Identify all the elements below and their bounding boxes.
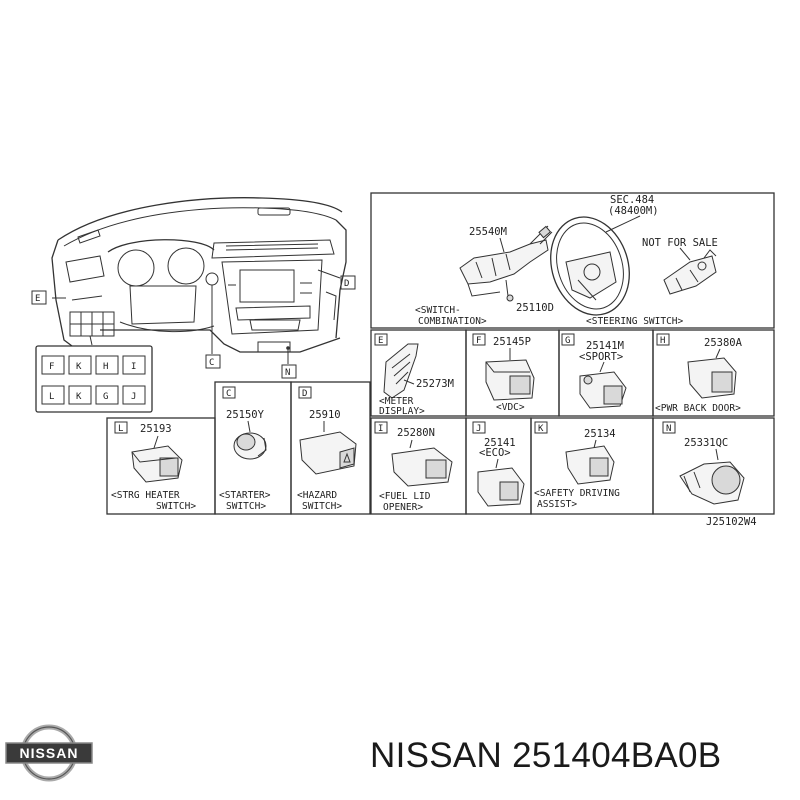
svg-text:G: G: [103, 392, 108, 402]
not-for-sale-label: NOT FOR SALE: [642, 237, 718, 249]
svg-text:ASSIST>: ASSIST>: [537, 499, 577, 510]
panel-k-safety-driving-assist: K 25134 <SAFETY DRIVING ASSIST>: [530, 417, 654, 515]
svg-text:SWITCH>: SWITCH>: [226, 501, 266, 512]
svg-text:<VDC>: <VDC>: [496, 402, 525, 413]
svg-text:L: L: [49, 392, 54, 402]
grid-cell-h: H: [95, 355, 119, 375]
sec-ref-label: SEC.484: [610, 194, 654, 206]
panel-f-vdc: F 25145P <VDC>: [465, 329, 560, 417]
panel-h-power-back-door: H 25380A <PWR BACK DOOR>: [652, 329, 775, 417]
steering-switch-caption: <STEERING SWITCH>: [586, 316, 684, 327]
panel-c-starter-switch: C 25150Y <STARTER> SWITCH>: [214, 381, 292, 515]
panel-d-hazard-switch: D 25910 <HAZARD SWITCH>: [290, 381, 371, 515]
svg-text:F: F: [476, 336, 481, 346]
svg-text:H: H: [103, 362, 108, 372]
steering-switch-illustration: [663, 249, 717, 295]
svg-text:25331QC: 25331QC: [684, 437, 728, 449]
svg-text:<METER: <METER: [379, 396, 414, 407]
svg-text:E: E: [378, 336, 383, 346]
svg-text:N: N: [285, 368, 290, 378]
steering-wheel-illustration: [550, 216, 630, 316]
svg-text:25910: 25910: [309, 409, 341, 421]
dashboard-illustration: [51, 197, 347, 364]
svg-text:K: K: [538, 424, 544, 434]
grid-cell-l: L: [41, 385, 65, 405]
svg-text:N: N: [666, 424, 671, 434]
svg-text:25134: 25134: [584, 428, 616, 440]
svg-text:D: D: [344, 279, 349, 289]
svg-text:<ECO>: <ECO>: [479, 447, 511, 459]
panel-e-meter-display: E 25273M <METER DISPLAY>: [370, 329, 467, 417]
svg-text:G: G: [565, 336, 570, 346]
svg-text:25380A: 25380A: [704, 337, 743, 349]
nissan-logo: NISSAN: [5, 724, 93, 782]
panel-g-sport: G 25141M <SPORT>: [558, 329, 654, 417]
grid-cell-i: I: [122, 355, 146, 375]
panel-l-steering-heater: L 25193 <STRG HEATER SWITCH>: [106, 417, 216, 515]
svg-text:25150Y: 25150Y: [226, 409, 265, 421]
svg-text:<SAFETY DRIVING: <SAFETY DRIVING: [534, 488, 620, 499]
svg-text:<HAZARD: <HAZARD: [297, 490, 337, 501]
svg-text:25273M: 25273M: [416, 378, 454, 390]
svg-text:H: H: [660, 336, 665, 346]
svg-text:D: D: [302, 389, 307, 399]
grid-cell-j: J: [122, 385, 146, 405]
dash-callout-c: C: [205, 354, 221, 369]
svg-text:<STRG HEATER: <STRG HEATER: [111, 490, 180, 501]
switch-position-grid: F K H I L K G J: [35, 345, 153, 413]
panel-i-fuel-lid-opener: I 25280N <FUEL LID OPENER>: [370, 417, 467, 515]
svg-text:K: K: [76, 392, 82, 402]
svg-text:25145P: 25145P: [493, 336, 531, 348]
svg-text:C: C: [226, 389, 231, 399]
switch-combination-caption-1: <SWITCH-: [415, 305, 461, 316]
svg-text:25141M: 25141M: [586, 340, 624, 352]
svg-text:OPENER>: OPENER>: [383, 502, 423, 513]
switch-combination-part: 25540M: [469, 226, 507, 238]
dash-callout-d: D: [340, 275, 356, 290]
svg-text:<STARTER>: <STARTER>: [219, 490, 271, 501]
dash-callout-n: N: [281, 364, 297, 379]
figure-id: J25102W4: [706, 516, 757, 528]
svg-text:E: E: [35, 294, 40, 304]
svg-text:J: J: [131, 392, 136, 402]
sec-part-label: (48400M): [608, 205, 659, 217]
svg-text:NISSAN: NISSAN: [20, 745, 79, 761]
svg-text:25193: 25193: [140, 423, 172, 435]
svg-text:<PWR BACK DOOR>: <PWR BACK DOOR>: [655, 403, 741, 414]
svg-text:DISPLAY>: DISPLAY>: [379, 406, 425, 417]
svg-text:L: L: [118, 424, 123, 434]
svg-text:F: F: [49, 362, 54, 372]
svg-text:<FUEL LID: <FUEL LID: [379, 491, 431, 502]
grid-cell-k1: K: [68, 355, 92, 375]
svg-text:J: J: [476, 424, 481, 434]
svg-text:SWITCH>: SWITCH>: [156, 501, 196, 512]
svg-text:<SPORT>: <SPORT>: [579, 351, 623, 363]
part-number-title: NISSAN 251404BA0B: [370, 736, 722, 775]
svg-text:25141: 25141: [484, 437, 516, 449]
dash-callout-e: E: [31, 290, 47, 305]
grid-cell-k2: K: [68, 385, 92, 405]
grid-cell-g: G: [95, 385, 119, 405]
svg-text:SWITCH>: SWITCH>: [302, 501, 342, 512]
svg-text:I: I: [131, 362, 136, 372]
grid-cell-f: F: [41, 355, 65, 375]
svg-text:K: K: [76, 362, 82, 372]
bolt-part: 25110D: [516, 302, 554, 314]
steering-group-box: SEC.484 (48400M) NOT FOR SALE 25540M 251…: [370, 192, 775, 329]
svg-text:25280N: 25280N: [397, 427, 435, 439]
combination-switch-illustration: [459, 225, 553, 302]
svg-text:C: C: [209, 358, 214, 368]
panel-j-eco: J 25141 <ECO>: [465, 417, 532, 515]
panel-n: N 25331QC: [652, 417, 775, 515]
switch-combination-caption-2: COMBINATION>: [418, 316, 487, 327]
svg-text:I: I: [378, 424, 383, 434]
